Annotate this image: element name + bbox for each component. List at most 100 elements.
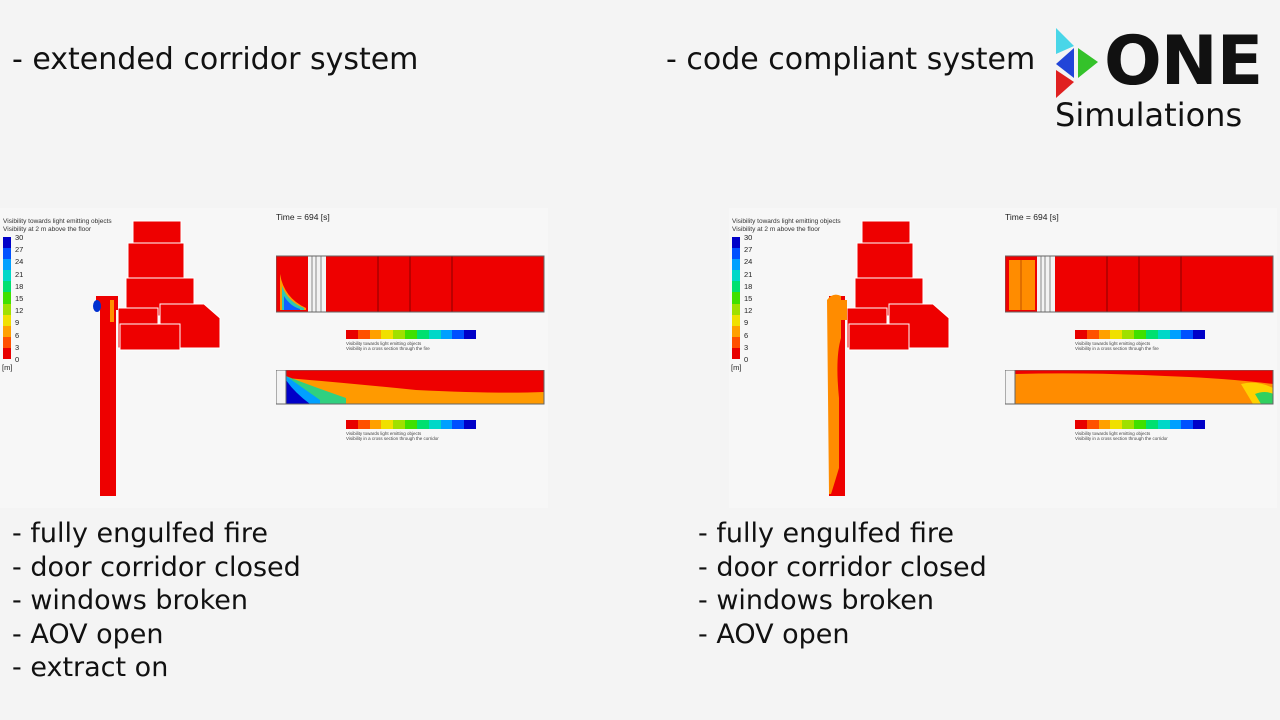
scale-tick-label: 21 [15, 269, 24, 279]
list-item: - windows broken [12, 585, 248, 616]
colorbar-swatch [381, 420, 394, 429]
left-sim-title: Visibility towards light emitting object… [3, 218, 112, 233]
list-item: - fully engulfed fire [698, 518, 954, 549]
scale-tick-label: 3 [15, 342, 20, 352]
right-colorbar-2 [1075, 420, 1205, 429]
list-item: - AOV open [698, 618, 850, 650]
colorbar-swatch [346, 330, 358, 339]
colorbar-swatch [346, 420, 358, 429]
left-colorbar-1-caption: Visibility towards light emitting object… [346, 341, 430, 351]
scale-tick-label: 27 [15, 245, 24, 255]
colorbar-swatch [405, 330, 417, 339]
colorbar-swatch [1169, 330, 1182, 339]
scale-swatch [3, 281, 11, 293]
colorbar-swatch [1193, 330, 1205, 339]
scale-tick-label: 0 [15, 355, 20, 364]
colorbar-swatch [405, 420, 417, 429]
colorbar-swatch [464, 420, 476, 429]
colorbar-swatch [381, 330, 394, 339]
colorbar-swatch [1169, 420, 1182, 429]
scale-swatch [3, 270, 11, 282]
scale-swatch [3, 325, 11, 338]
left-heading: - extended corridor system [12, 42, 419, 77]
scale-swatch [732, 270, 740, 282]
right-heading: - code compliant system [666, 42, 1036, 77]
scale-tick-label: 30 [15, 233, 24, 242]
scale-swatch [732, 314, 740, 327]
list-item: - extract on [12, 652, 169, 683]
colorbar-swatch [1193, 420, 1205, 429]
right-colorbar-2-caption: Visibility towards light emitting object… [1075, 431, 1168, 441]
colorbar-swatch [1157, 330, 1170, 339]
colorbar-swatch [357, 420, 370, 429]
list-item: - door corridor closed [12, 551, 301, 583]
logo-subtitle: Simulations [1055, 96, 1243, 134]
left-section-fire [276, 255, 545, 313]
scale-swatch [732, 292, 740, 305]
colorbar-swatch [357, 330, 370, 339]
scale-tick-label: 9 [744, 318, 749, 328]
right-floor-plan [827, 220, 950, 496]
right-section-fire [1005, 255, 1274, 313]
scale-swatch [3, 259, 11, 271]
colorbar-swatch [428, 330, 441, 339]
logo-word: ONE [1104, 22, 1263, 101]
scale-swatch [732, 325, 740, 338]
scale-tick-label: 12 [15, 306, 24, 316]
colorbar-swatch [1122, 420, 1135, 429]
left-colorbar-1 [346, 330, 476, 339]
scale-tick-label: 15 [15, 294, 24, 303]
colorbar-swatch [1098, 330, 1111, 339]
colorbar-swatch [1075, 420, 1087, 429]
colorbar-swatch [1145, 420, 1158, 429]
colorbar-swatch [1098, 420, 1111, 429]
scale-swatch [732, 281, 740, 293]
scale-swatch [3, 347, 11, 360]
scale-swatch [732, 248, 740, 260]
colorbar-swatch [393, 330, 406, 339]
scale-tick-label: 6 [744, 330, 749, 340]
colorbar-swatch [1086, 420, 1099, 429]
left-colorbar-2-caption: Visibility towards light emitting object… [346, 431, 439, 441]
left-time-label: Time = 694 [s] [276, 212, 330, 222]
right-colorbar-1 [1075, 330, 1205, 339]
scale-swatch [732, 259, 740, 271]
left-section-corridor [276, 370, 545, 405]
right-colorbar-1-caption: Visibility towards light emitting object… [1075, 341, 1159, 351]
list-item: - windows broken [698, 585, 934, 616]
left-colorbar-2 [346, 420, 476, 429]
scale-swatch [732, 347, 740, 360]
list-item: - AOV open [12, 618, 164, 650]
scale-tick-label: 9 [15, 318, 20, 328]
scale-tick-label: 18 [744, 281, 753, 291]
colorbar-swatch [1110, 420, 1123, 429]
colorbar-swatch [1122, 330, 1135, 339]
colorbar-swatch [1134, 420, 1146, 429]
colorbar-swatch [393, 420, 406, 429]
scale-swatch [732, 237, 740, 249]
left-scale-unit: [m] [2, 363, 13, 372]
colorbar-swatch [1110, 330, 1123, 339]
scale-tick-label: 27 [744, 245, 753, 255]
colorbar-swatch [440, 330, 453, 339]
scale-tick-label: 0 [744, 355, 749, 364]
colorbar-swatch [1075, 330, 1087, 339]
scale-tick-label: 24 [744, 257, 753, 267]
colorbar-swatch [440, 420, 453, 429]
colorbar-swatch [1134, 330, 1146, 339]
right-sim-title: Visibility towards light emitting object… [732, 218, 841, 233]
scale-tick-label: 12 [744, 306, 753, 316]
scale-tick-label: 15 [744, 294, 753, 303]
right-conditions-list: - fully engulfed fire - door corridor cl… [698, 517, 987, 651]
left-simulation-panel: Visibility towards light emitting object… [0, 208, 548, 508]
scale-swatch [3, 292, 11, 305]
colorbar-swatch [1157, 420, 1170, 429]
right-scale-unit: [m] [731, 363, 742, 372]
scale-swatch [3, 237, 11, 249]
scale-tick-label: 21 [744, 269, 753, 279]
colorbar-swatch [452, 330, 465, 339]
right-time-label: Time = 694 [s] [1005, 212, 1059, 222]
scale-swatch [3, 303, 11, 316]
left-floor-plan [93, 220, 221, 496]
left-conditions-list: - fully engulfed fire - door corridor cl… [12, 517, 301, 685]
